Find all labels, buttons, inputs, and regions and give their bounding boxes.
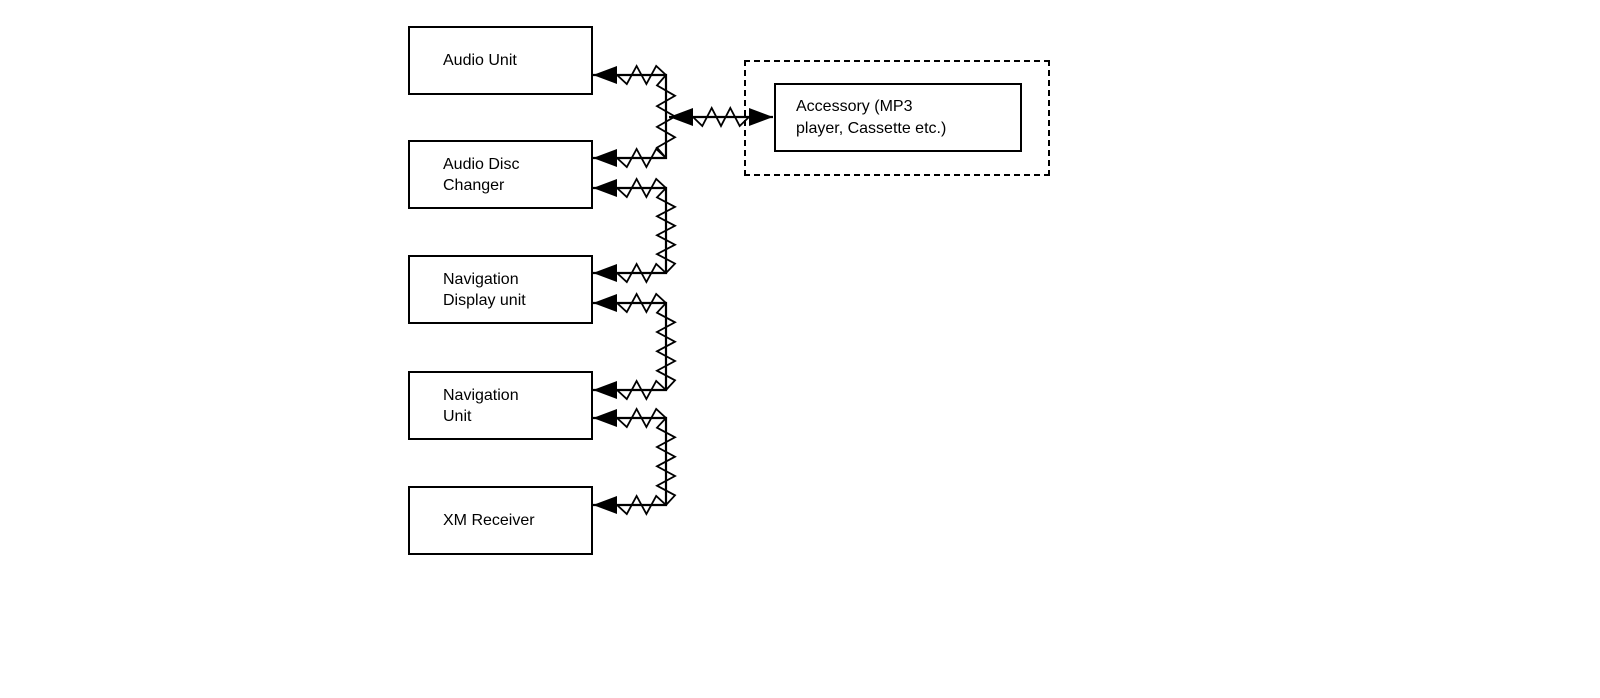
cable-audio-disc-changer-to-navigation-display-unit-line (593, 186, 668, 275)
unit-label: XM Receiver (443, 512, 535, 529)
cable-audio-unit-to-audio-disc-changer-arrowhead-lower (593, 149, 617, 167)
cable-navigation-unit-to-xm-receiver-zigzag-vertical (655, 417, 677, 506)
cable-trunk-to-accessory-arrowhead-left (669, 108, 693, 126)
unit-box-xm-receiver: XM Receiver (408, 486, 593, 555)
cable-audio-unit-to-audio-disc-changer-zigzag-bottom (616, 147, 667, 169)
unit-label: Navigation (443, 270, 519, 288)
unit-box-navigation-unit: Navigation Unit (408, 371, 593, 440)
unit-box-audio-unit: Audio Unit (408, 26, 593, 95)
cable-navigation-display-unit-to-navigation-unit-arrowhead-upper (593, 294, 617, 312)
unit-label: player, Cassette etc.) (796, 119, 947, 137)
cable-navigation-unit-to-xm-receiver-zigzag-top (616, 407, 667, 429)
unit-label: Unit (443, 407, 472, 425)
cable-audio-unit-to-audio-disc-changer-line (593, 73, 668, 160)
unit-box-navigation-display-unit: Navigation Display unit (408, 255, 593, 324)
unit-label: Navigation (443, 386, 519, 404)
cable-audio-disc-changer-to-navigation-display-unit-zigzag-top (616, 177, 667, 199)
cable-audio-disc-changer-to-navigation-display-unit-arrowhead-lower (593, 264, 617, 282)
unit-label: Audio Disc (443, 155, 520, 173)
unit-label: Changer (443, 176, 505, 194)
cable-audio-disc-changer-to-navigation-display-unit-zigzag-bottom (616, 262, 667, 284)
cable-audio-disc-changer-to-navigation-display-unit-arrowhead-upper (593, 179, 617, 197)
cable-navigation-unit-to-xm-receiver-arrowhead-lower (593, 496, 617, 514)
unit-box-audio-disc-changer: Audio Disc Changer (408, 140, 593, 209)
cable-navigation-display-unit-to-navigation-unit-zigzag-bottom (616, 379, 667, 401)
cable-navigation-unit-to-xm-receiver-line (593, 416, 668, 507)
cable-navigation-display-unit-to-navigation-unit-arrowhead-lower (593, 381, 617, 399)
unit-box-accessory: Accessory (MP3 player, Cassette etc.) (774, 83, 1022, 152)
unit-label: Audio Unit (443, 52, 517, 69)
cable-navigation-display-unit-to-navigation-unit-line (593, 301, 668, 392)
cable-audio-unit-to-audio-disc-changer-arrowhead-upper (593, 66, 617, 84)
cable-trunk-to-accessory-zigzag (692, 106, 750, 128)
accessory-dashed-enclosure (744, 60, 1050, 176)
cable-trunk-to-accessory-arrowhead-right (749, 108, 773, 126)
cable-audio-disc-changer-to-navigation-display-unit-zigzag-vertical (655, 187, 677, 274)
unit-label: Display unit (443, 291, 526, 309)
cable-navigation-unit-to-xm-receiver-zigzag-bottom (616, 494, 667, 516)
cable-audio-unit-to-audio-disc-changer-zigzag-top (616, 64, 667, 86)
cable-navigation-unit-to-xm-receiver-arrowhead-upper (593, 409, 617, 427)
cable-navigation-display-unit-to-navigation-unit-zigzag-vertical (655, 302, 677, 391)
unit-label: Accessory (MP3 (796, 97, 913, 115)
cable-navigation-display-unit-to-navigation-unit-zigzag-top (616, 292, 667, 314)
